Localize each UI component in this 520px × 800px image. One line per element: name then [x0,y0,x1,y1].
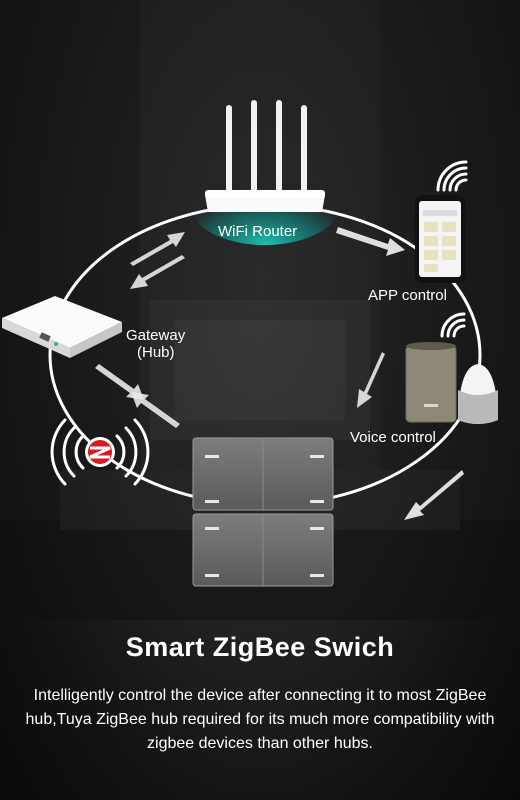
wifi-router-icon [205,100,325,212]
gateway-label-line1: Gateway [126,327,186,344]
connection-diagram [2,100,498,587]
smartphone-icon [415,195,465,283]
voice-control-label: Voice control [350,429,436,446]
gateway-hub-icon [2,296,122,358]
arrow-icon [95,227,464,520]
signal-waves-icon [50,418,150,486]
signal-waves-icon [440,312,466,338]
wall-switch-panel-icon [192,437,334,587]
app-control-label: APP control [368,287,447,304]
headline: Smart ZigBee Swich [125,632,395,662]
smart-speaker-icon [405,342,498,424]
zigbee-logo-icon [85,437,115,467]
router-label: WiFi Router [218,223,298,240]
description: Intelligently control the device after c… [25,687,495,752]
room-background [0,0,520,620]
gateway-label-line2: (Hub) [137,344,175,361]
signal-waves-icon [436,160,468,192]
